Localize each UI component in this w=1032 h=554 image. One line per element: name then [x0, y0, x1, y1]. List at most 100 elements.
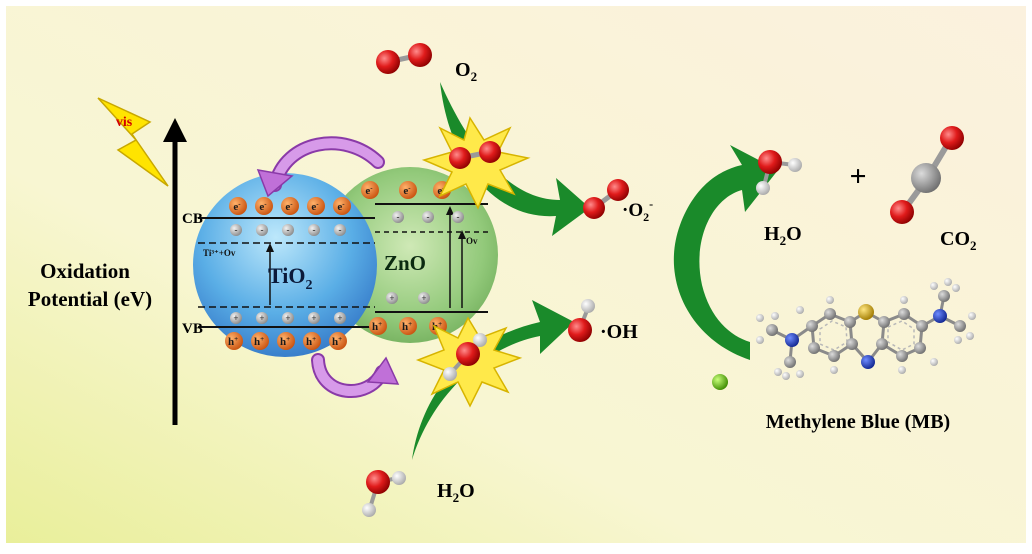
band-structure: [198, 203, 488, 328]
hole-transfer-arrow: [311, 353, 400, 398]
axis-label-line2: Potential (eV): [28, 287, 152, 311]
o2-label: O2: [455, 59, 477, 84]
h2o-oxidation-arrow: [412, 300, 574, 460]
vacancy-dot: -: [308, 224, 320, 236]
vacancy-dot: +: [334, 312, 346, 324]
lightning-icon: vis: [97, 97, 169, 187]
o2-molecule-icon: [376, 43, 432, 74]
vacancy-dot: +: [308, 312, 320, 324]
h2o-product-icon: [756, 150, 802, 195]
adsorbed-water-icon: [443, 333, 487, 381]
svg-text:-: -: [235, 225, 238, 235]
tio2-holes: h+ h+ h+ h+ h+: [225, 332, 347, 350]
superoxide-icon: [583, 179, 629, 219]
co2-molecule-icon: [890, 126, 964, 224]
tio2-electron: e-: [281, 197, 299, 215]
tio2-hole: h+: [303, 332, 321, 350]
vacancy-dots: - - - - - - - - + + + + + + +: [230, 211, 464, 324]
zno-hole: h+: [399, 317, 417, 335]
svg-text:h+: h+: [280, 335, 290, 348]
svg-text:-: -: [397, 212, 400, 222]
svg-text:+: +: [311, 313, 316, 323]
svg-text:+: +: [259, 313, 264, 323]
zno-electron: e-: [399, 181, 417, 199]
tio2-electron: e-: [307, 197, 325, 215]
svg-text:h+: h+: [306, 335, 316, 348]
tio2-hole: h+: [329, 332, 347, 350]
tio2-hole: h+: [251, 332, 269, 350]
svg-text:h+: h+: [228, 335, 238, 348]
svg-text:h+: h+: [372, 320, 382, 333]
hydroxyl-label: ·OH: [600, 321, 638, 343]
svg-text:h+: h+: [402, 320, 412, 333]
svg-text:-: -: [457, 212, 460, 222]
ov-label: Ov: [466, 236, 478, 246]
vacancy-dot: -: [334, 224, 346, 236]
tio2-hole: h+: [225, 332, 243, 350]
electron-transfer-arrow: [256, 136, 385, 198]
zno-electrons: e-e-e-: [361, 181, 451, 199]
superoxide-label: ·O2-: [622, 197, 653, 224]
vacancy-dot: +: [282, 312, 294, 324]
h2o-bottom-label: H2O: [437, 480, 475, 505]
svg-text:+: +: [337, 313, 342, 323]
svg-text:+: +: [389, 293, 394, 303]
tio2-electron: e-: [255, 197, 273, 215]
background-panel: [6, 6, 1026, 543]
tio2-electron: e-: [333, 197, 351, 215]
zno-electron: e-: [361, 181, 379, 199]
svg-text:-: -: [313, 225, 316, 235]
cb-label: CB: [182, 211, 203, 227]
vacancy-dot: +: [230, 312, 242, 324]
vacancy-dot: -: [452, 211, 464, 223]
defect-label: Ti³⁺+Ov: [203, 248, 236, 258]
hydroxyl-icon: [568, 299, 595, 342]
svg-text:-: -: [339, 225, 342, 235]
vacancy-dot: +: [418, 292, 430, 304]
vacancy-dot: -: [422, 211, 434, 223]
axis-label-line1: Oxidation: [40, 259, 130, 283]
potential-axis: [163, 118, 187, 425]
zno-label: ZnO: [384, 251, 426, 275]
tio2-electrons: e-e-e-e-e-: [229, 197, 351, 215]
svg-text:h+: h+: [332, 335, 342, 348]
vacancy-dot: +: [256, 312, 268, 324]
svg-text:-: -: [427, 212, 430, 222]
svg-text:+: +: [233, 313, 238, 323]
h2o-product-label: H2O: [764, 223, 802, 248]
h2o-bottom-icon: [362, 470, 406, 517]
mb-degradation-arrow: [673, 145, 778, 360]
svg-text:-: -: [261, 225, 264, 235]
svg-text:e-: e-: [233, 200, 241, 213]
tio2-hole: h+: [277, 332, 295, 350]
plus-sign: +: [849, 160, 866, 193]
vacancy-dot: -: [230, 224, 242, 236]
svg-text:e-: e-: [285, 200, 293, 213]
svg-text:e-: e-: [259, 200, 267, 213]
vacancy-dot: -: [282, 224, 294, 236]
tio2-electron: e-: [229, 197, 247, 215]
chloride-ion-icon: [712, 374, 728, 390]
tio2-label: TiO2: [268, 263, 313, 293]
vacancy-dot: +: [386, 292, 398, 304]
svg-text:e-: e-: [365, 184, 373, 197]
methylene-blue-molecule-icon: [712, 278, 976, 390]
vis-label: vis: [116, 115, 133, 130]
starburst-top: [421, 116, 531, 210]
adsorbed-o2-icon: [449, 141, 501, 169]
zno-hole: h+: [369, 317, 387, 335]
mb-label: Methylene Blue (MB): [766, 411, 950, 433]
svg-text:e-: e-: [337, 200, 345, 213]
svg-text:+: +: [285, 313, 290, 323]
svg-text:e-: e-: [311, 200, 319, 213]
svg-text:+: +: [421, 293, 426, 303]
vb-label: VB: [182, 321, 203, 337]
svg-text:e-: e-: [403, 184, 411, 197]
co2-label: CO2: [940, 228, 977, 253]
svg-text:-: -: [287, 225, 290, 235]
vacancy-dot: -: [392, 211, 404, 223]
vacancy-dot: -: [256, 224, 268, 236]
svg-text:h+: h+: [254, 335, 264, 348]
